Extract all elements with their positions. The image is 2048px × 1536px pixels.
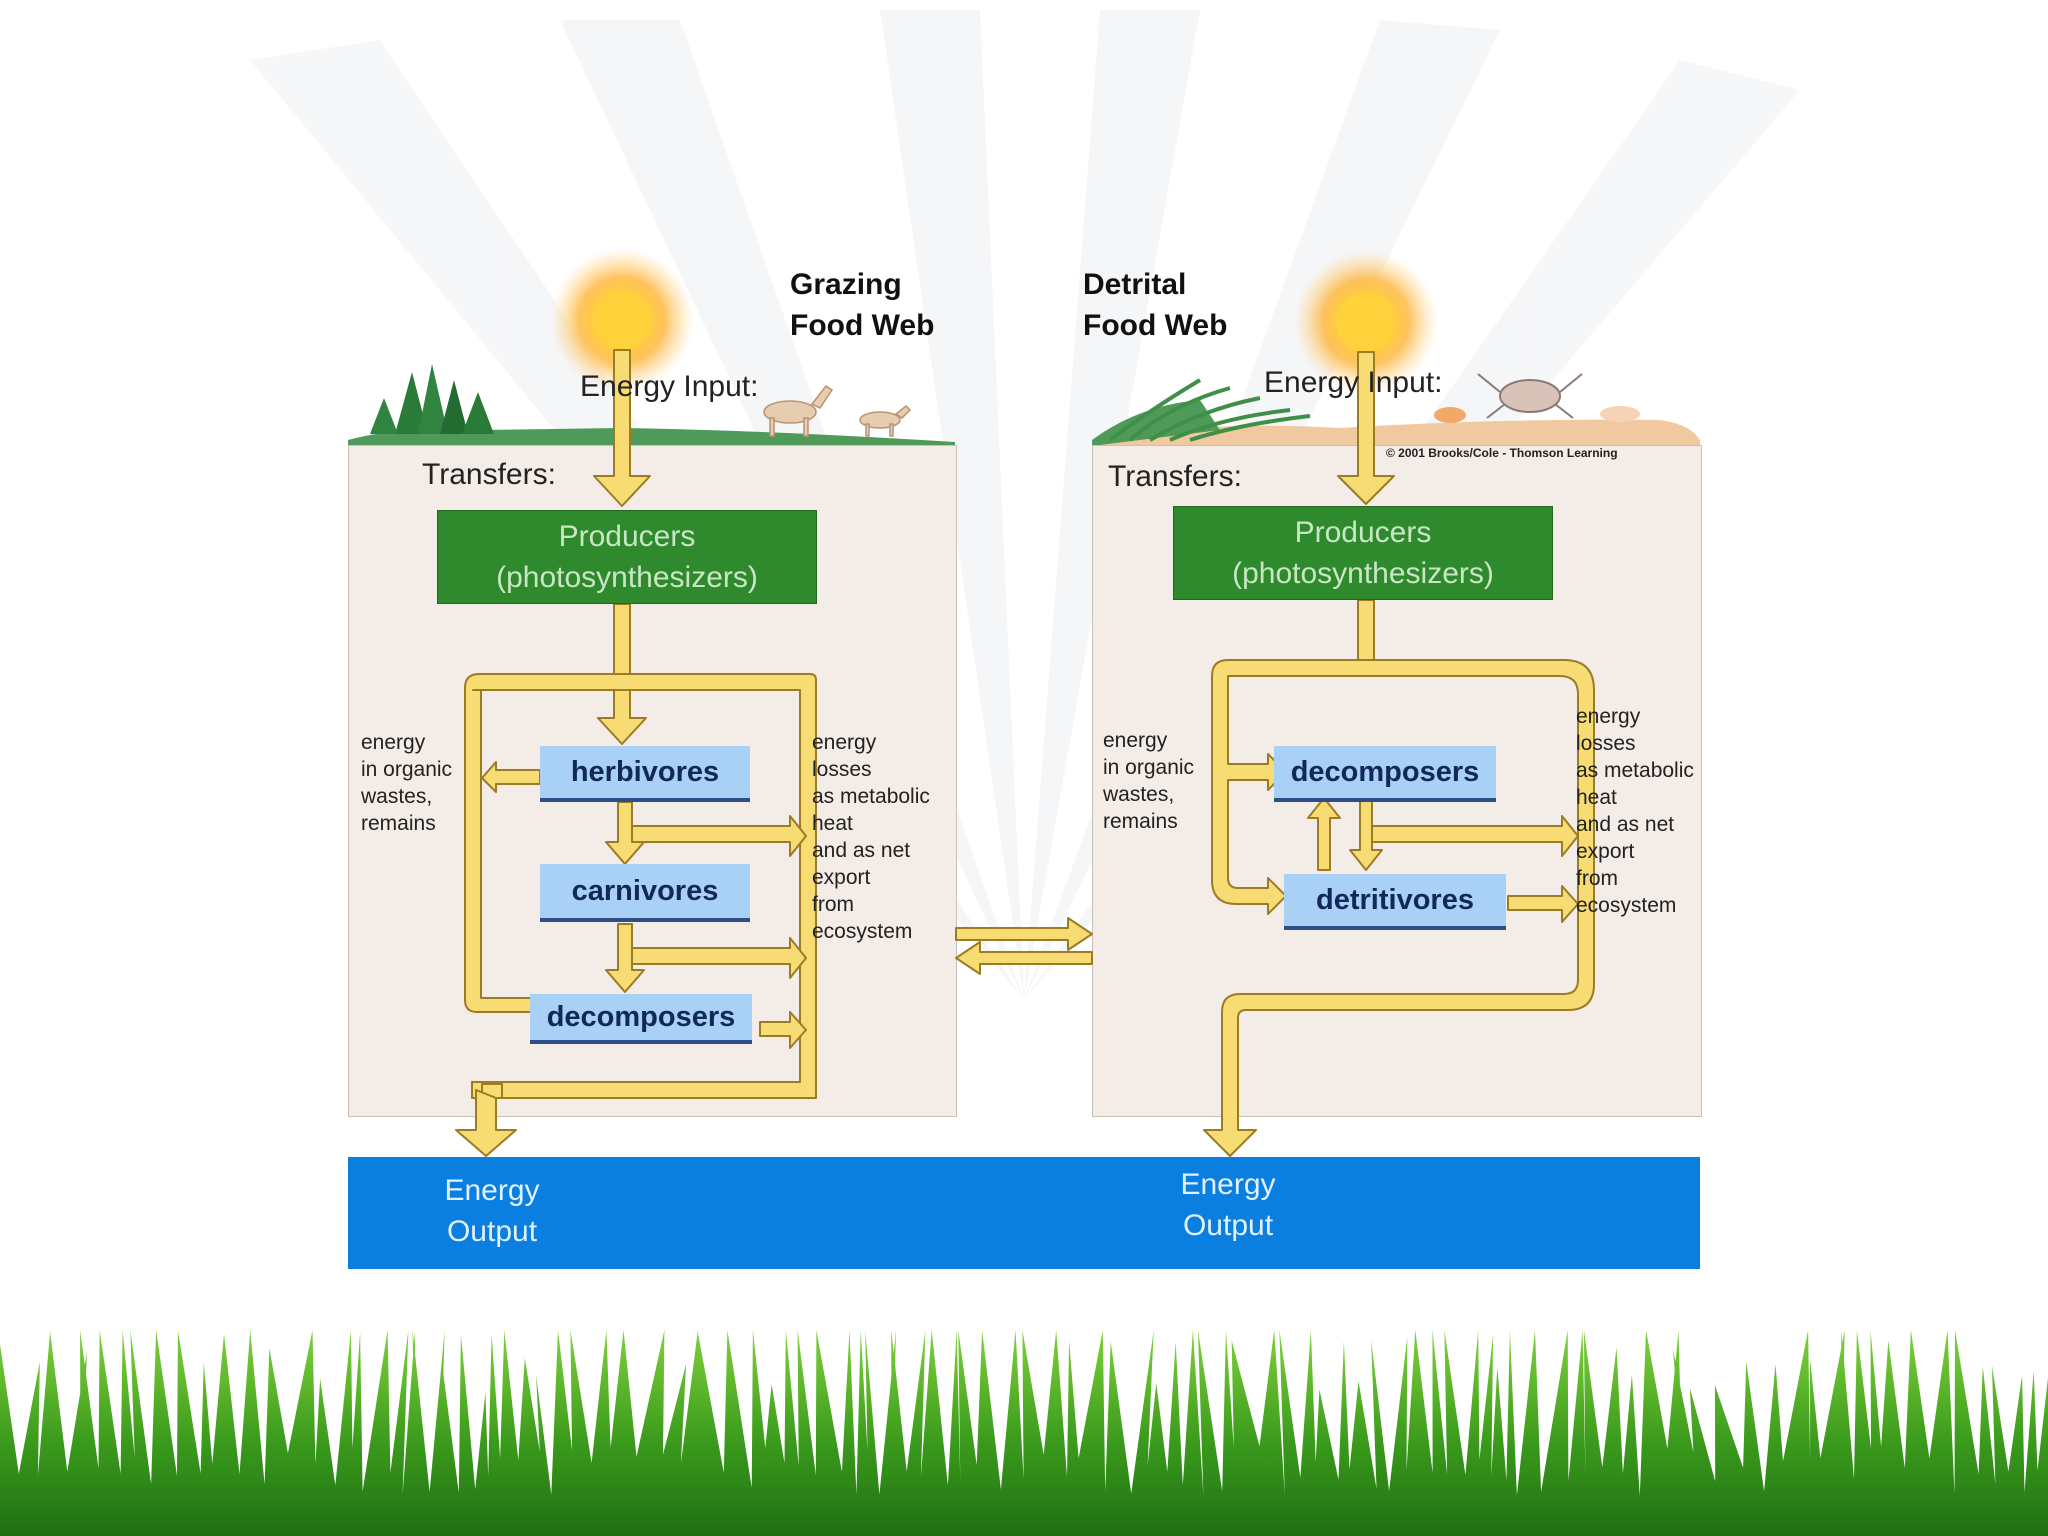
detrital-producers-box: Producers (photosynthesizers) xyxy=(1173,506,1553,600)
detrital-ground xyxy=(1092,373,1700,448)
grazing-title: Grazing Food Web xyxy=(790,268,935,342)
grazing-ground xyxy=(348,364,955,448)
grazing-transfers-label: Transfers: xyxy=(422,458,556,491)
grazing-energy-input-label: Energy Input: xyxy=(580,370,759,403)
grazing-energy-output-label: Energy Output xyxy=(444,1174,540,1248)
detrital-energy-output-label: Energy Output xyxy=(1180,1168,1276,1242)
grazing-carnivores-box: carnivores xyxy=(540,864,750,922)
detrital-transfers-label: Transfers: xyxy=(1108,460,1242,493)
detrital-organic-wastes-note: energy in organic wastes, remains xyxy=(1103,729,1195,833)
grazing-organic-wastes-note: energy in organic wastes, remains xyxy=(361,731,453,835)
detrital-energy-input-label: Energy Input: xyxy=(1264,366,1443,399)
energy-output-band xyxy=(348,1157,1700,1269)
grazing-energy-losses-note: energy losses as metabolic heat and as n… xyxy=(812,731,930,943)
grazing-producers-box: Producers (photosynthesizers) xyxy=(437,510,817,604)
detrital-title: Detrital Food Web xyxy=(1083,268,1228,342)
detrital-decomposers-box: decomposers xyxy=(1274,746,1496,802)
grazing-herbivores-box: herbivores xyxy=(540,746,750,802)
grass-decoration xyxy=(0,1330,2048,1536)
copyright-note: © 2001 Brooks/Cole - Thomson Learning xyxy=(1386,446,1618,460)
detrital-detritivores-box: detritivores xyxy=(1284,874,1506,930)
detrital-energy-losses-note: energy losses as metabolic heat and as n… xyxy=(1576,705,1694,917)
grazing-decomposers-box: decomposers xyxy=(530,994,752,1044)
